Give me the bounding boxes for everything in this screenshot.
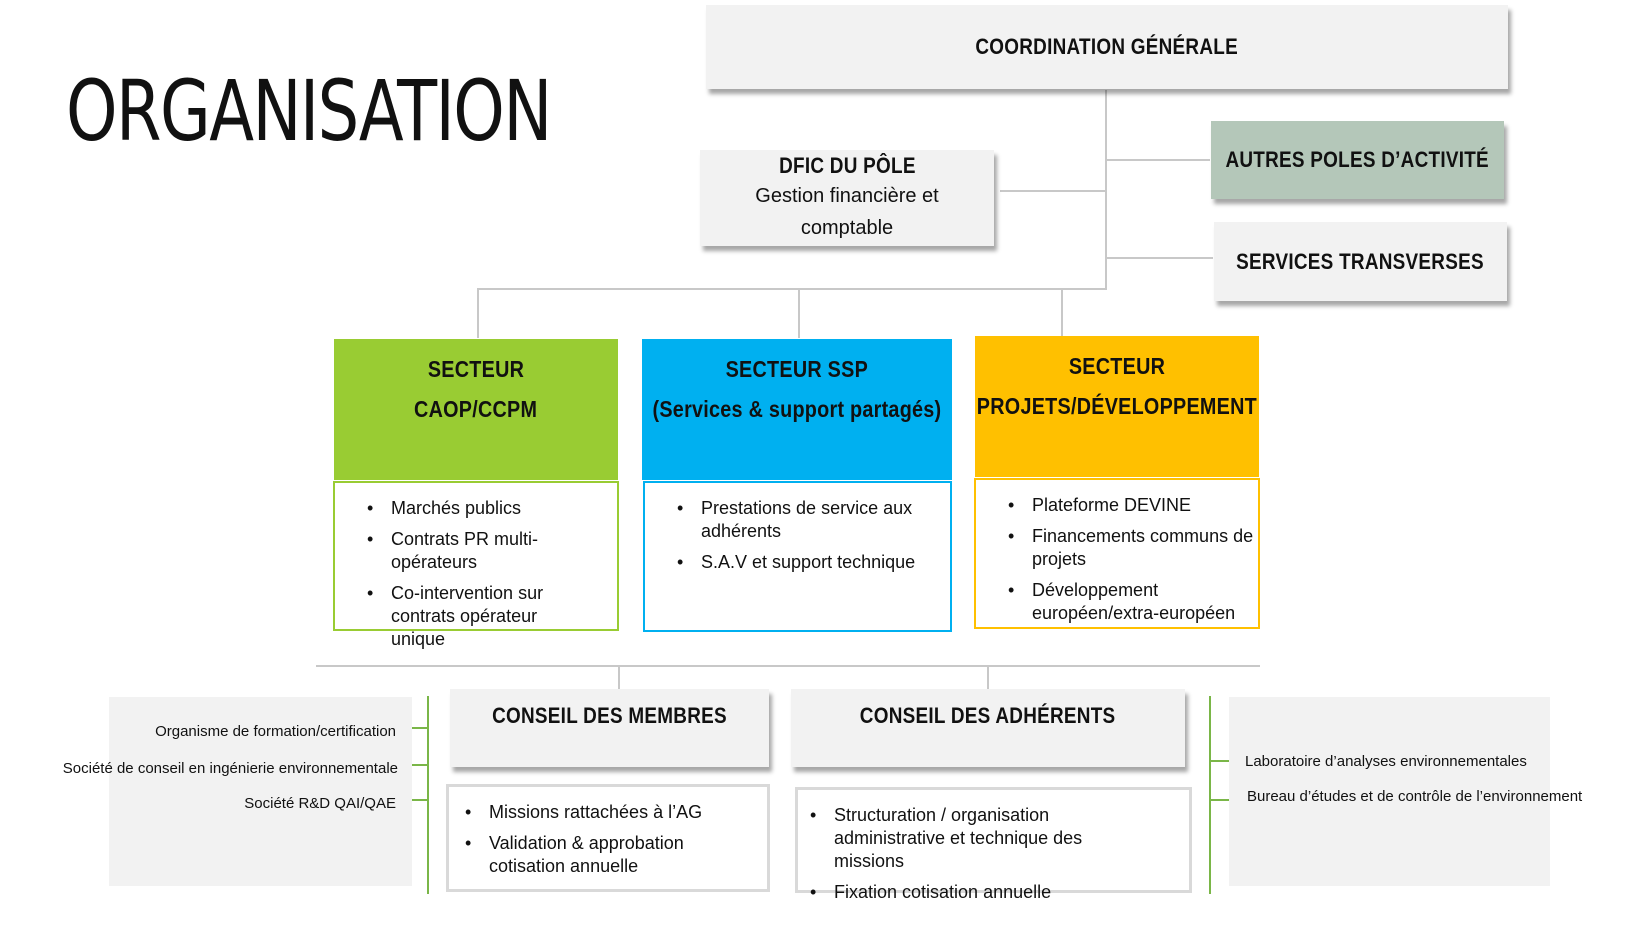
right-partners-panel: Laboratoire d’analyses environnementales… [1229, 697, 1582, 886]
list-item: Missions rattachées à l’AG [465, 801, 767, 824]
autres-poles-label: AUTRES POLES D’ACTIVITÉ [1225, 147, 1490, 172]
left-partners-panel: Organisme de formation/certification Soc… [63, 697, 412, 886]
conseil-adherents-list: Structuration / organisation administrat… [795, 787, 1192, 904]
sector-caop-line2: CAOP/CCPM [414, 396, 538, 422]
sector-ssp-line1: SECTEUR SSP [725, 356, 869, 382]
coordination-generale-box: COORDINATION GÉNÉRALE [706, 5, 1508, 89]
side-connector [412, 727, 428, 729]
dfic-title: DFIC DU PÔLE [778, 153, 916, 178]
sector-projets-header: SECTEUR PROJETS/DÉVELOPPEMENT [975, 336, 1259, 477]
side-connector [1210, 760, 1229, 762]
connector-line [316, 665, 1260, 667]
conseil-adherents-label: CONSEIL DES ADHÉRENTS [860, 703, 1116, 728]
sector-caop-header: SECTEUR CAOP/CCPM [334, 339, 618, 480]
connector-line [1105, 159, 1210, 161]
side-connector [1209, 696, 1211, 894]
connector-line [477, 288, 479, 338]
sector-ssp-list: Prestations de service aux adhérents S.A… [643, 481, 952, 632]
list-item: Fixation cotisation annuelle [810, 881, 1189, 904]
connector-line [1105, 257, 1213, 259]
connector-line [618, 665, 620, 690]
list-item: Marchés publics [367, 497, 617, 520]
coordination-generale-label: COORDINATION GÉNÉRALE [975, 34, 1239, 59]
left-partner-item: Société R&D QAI/QAE [244, 795, 396, 812]
dfic-subtitle-line2: comptable [800, 217, 894, 239]
sector-caop-line1: SECTEUR [427, 356, 525, 382]
side-connector [427, 696, 429, 894]
side-connector [412, 799, 428, 801]
autres-poles-box: AUTRES POLES D’ACTIVITÉ [1211, 121, 1504, 199]
connector-line [1061, 288, 1063, 336]
sector-projets-list: Plateforme DEVINE Financements communs d… [974, 478, 1260, 629]
conseil-adherents-box: CONSEIL DES ADHÉRENTS [791, 689, 1185, 767]
conseil-membres-label: CONSEIL DES MEMBRES [492, 703, 727, 728]
list-item: Plateforme DEVINE [1008, 494, 1258, 517]
list-item: Structuration / organisation administrat… [810, 804, 1144, 873]
right-partner-item: Laboratoire d’analyses environnementales [1245, 753, 1527, 770]
connector-line [798, 288, 800, 338]
list-item: Développement européen/extra-européen [1008, 579, 1242, 625]
connector-line [1000, 190, 1107, 192]
conseil-membres-box: CONSEIL DES MEMBRES [450, 689, 769, 767]
connector-line [987, 665, 989, 690]
list-item: Prestations de service aux adhérents [677, 497, 950, 543]
list-item: Co-intervention sur contrats opérateur u… [367, 582, 591, 651]
sector-projets-line1: SECTEUR [1068, 353, 1166, 379]
services-transverses-box: SERVICES TRANSVERSES [1214, 222, 1507, 301]
list-item: S.A.V et support technique [677, 551, 950, 574]
right-partner-item: Bureau d’études et de contrôle de l’envi… [1247, 788, 1583, 805]
sector-ssp-line2: (Services & support partagés) [652, 396, 942, 422]
dfic-subtitle-line1: Gestion financière et [755, 185, 939, 207]
services-transverses-label: SERVICES TRANSVERSES [1236, 248, 1485, 274]
left-partner-item: Société de conseil en ingénierie environ… [62, 760, 398, 777]
sector-projets-line2: PROJETS/DÉVELOPPEMENT [976, 393, 1258, 419]
side-connector [412, 764, 428, 766]
left-partner-item: Organisme de formation/certification [155, 723, 396, 740]
sector-caop-list: Marchés publics Contrats PR multi-opérat… [333, 481, 619, 649]
list-item: Contrats PR multi-opérateurs [367, 528, 617, 574]
list-item: Financements communs de projets [1008, 525, 1258, 571]
connector-line [477, 288, 1107, 290]
side-connector [1210, 799, 1229, 801]
dfic-box: DFIC DU PÔLE Gestion financière et compt… [700, 150, 994, 246]
list-item: Validation & approbation cotisation annu… [465, 832, 729, 878]
page-title: ORGANISATION [66, 62, 552, 160]
sector-ssp-header: SECTEUR SSP (Services & support partagés… [642, 339, 952, 480]
conseil-membres-list: Missions rattachées à l’AG Validation & … [446, 784, 770, 892]
